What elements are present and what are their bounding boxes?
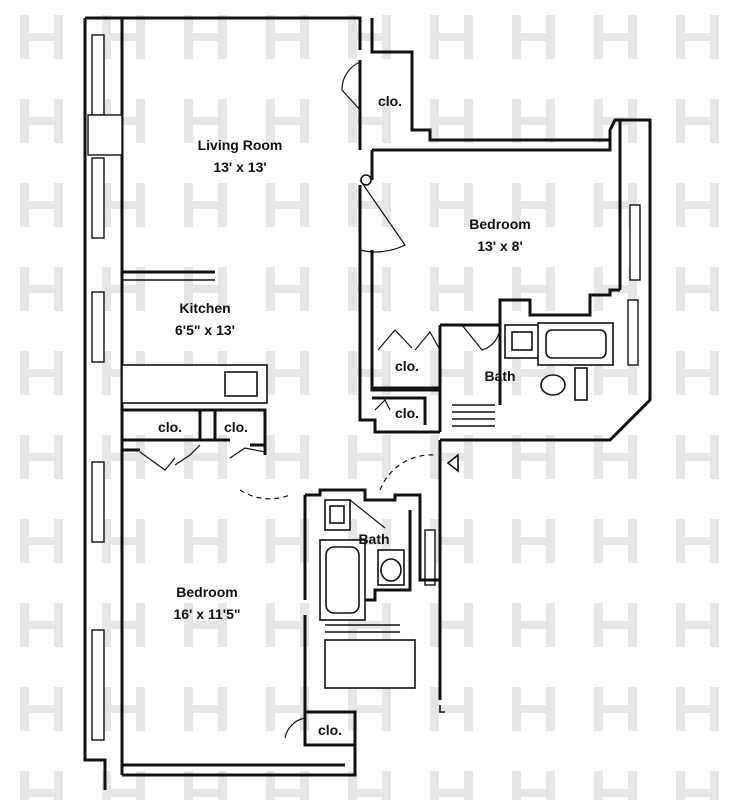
watermark-tile	[430, 99, 473, 143]
watermark-tile	[430, 183, 473, 227]
watermark-tile	[676, 603, 719, 647]
watermark-tile	[20, 519, 63, 563]
watermark-tile	[348, 435, 391, 479]
watermark-tile	[20, 687, 63, 731]
watermark-tile	[184, 771, 227, 800]
watermark-tile	[266, 351, 309, 395]
watermark-tile	[20, 771, 63, 800]
watermark-tile	[676, 99, 719, 143]
closet-label-kitchen-right: clo.	[224, 419, 248, 435]
watermark-tile	[512, 771, 555, 800]
bath-upper-name: Bath	[484, 368, 515, 384]
watermark-tile	[430, 267, 473, 311]
bedroom-lower-dims: 16' x 11'5"	[173, 606, 240, 622]
closet-label-bedroom-lower: clo.	[318, 722, 342, 738]
watermark-tile	[184, 15, 227, 59]
watermark-tile	[430, 519, 473, 563]
watermark-tile	[266, 435, 309, 479]
watermark-tile	[348, 99, 391, 143]
watermark-tile	[512, 267, 555, 311]
watermark-tile	[20, 351, 63, 395]
watermark-tile	[20, 435, 63, 479]
watermark-tile	[594, 435, 637, 479]
watermark-tile	[430, 771, 473, 800]
watermark-tile	[20, 183, 63, 227]
watermark-tile	[512, 15, 555, 59]
watermark-tile	[266, 519, 309, 563]
watermark-tile	[266, 687, 309, 731]
watermark-tile	[676, 687, 719, 731]
watermark-tile	[184, 687, 227, 731]
watermark-tile	[184, 519, 227, 563]
closet-label-hall: clo.	[395, 405, 419, 421]
watermark-tile	[512, 435, 555, 479]
watermark-tile	[594, 603, 637, 647]
watermark-tile	[348, 351, 391, 395]
watermark-tile	[430, 687, 473, 731]
watermark-tile	[512, 99, 555, 143]
windows-right	[424, 204, 641, 586]
watermark-tile	[20, 99, 63, 143]
bedroom-upper-dims: 13' x 8'	[477, 238, 523, 254]
watermark-tile	[348, 15, 391, 59]
watermark-tile	[594, 519, 637, 563]
interior-walls	[120, 270, 620, 745]
watermark-tile	[348, 771, 391, 800]
living-room-name: Living Room	[198, 137, 283, 153]
kitchen-dims: 6'5" x 13'	[175, 322, 235, 338]
watermark-tile	[184, 435, 227, 479]
watermark-tile	[594, 687, 637, 731]
entry-arrow-icon	[446, 453, 459, 473]
closet-label-bedroom-upper: clo.	[395, 358, 419, 374]
watermark-tile	[594, 15, 637, 59]
watermark-tile	[266, 603, 309, 647]
watermark-tile	[676, 15, 719, 59]
windows-left	[87, 34, 123, 741]
watermark-tile	[430, 15, 473, 59]
watermark-tile	[348, 183, 391, 227]
watermark-tile	[266, 183, 309, 227]
bedroom-upper-name: Bedroom	[469, 216, 530, 232]
watermark-tile	[184, 267, 227, 311]
watermark-tile	[676, 519, 719, 563]
door-swings	[139, 61, 501, 739]
watermark-tile	[430, 603, 473, 647]
watermark-tile	[512, 351, 555, 395]
kitchen-name: Kitchen	[179, 300, 230, 316]
watermark-tile	[184, 183, 227, 227]
watermark-tile	[20, 603, 63, 647]
watermark-tile	[676, 351, 719, 395]
watermark-tile	[594, 351, 637, 395]
watermark-tile	[184, 99, 227, 143]
watermark-tile	[266, 771, 309, 800]
watermark-tile	[20, 267, 63, 311]
watermark-tile	[348, 687, 391, 731]
living-room-dims: 13' x 13'	[213, 159, 266, 175]
watermark-tile	[676, 435, 719, 479]
watermark-tile	[512, 603, 555, 647]
watermark-tile	[676, 771, 719, 800]
bath-lower-name: Bath	[358, 531, 389, 547]
watermark-tile	[512, 519, 555, 563]
closet-label-kitchen-left: clo.	[158, 419, 182, 435]
watermark-tile	[594, 771, 637, 800]
watermark-tile	[20, 15, 63, 59]
watermark-tile	[430, 351, 473, 395]
watermark-tile	[266, 267, 309, 311]
watermark-tile	[430, 435, 473, 479]
watermark-tile	[266, 99, 309, 143]
watermark-tile	[676, 183, 719, 227]
watermark-tile	[348, 267, 391, 311]
closet-label-living: clo.	[378, 93, 402, 109]
watermark-tile	[184, 603, 227, 647]
watermark-tile	[266, 15, 309, 59]
bedroom-lower-name: Bedroom	[176, 584, 237, 600]
watermark-tile	[512, 183, 555, 227]
watermark-tile	[512, 687, 555, 731]
watermark-tile	[676, 267, 719, 311]
